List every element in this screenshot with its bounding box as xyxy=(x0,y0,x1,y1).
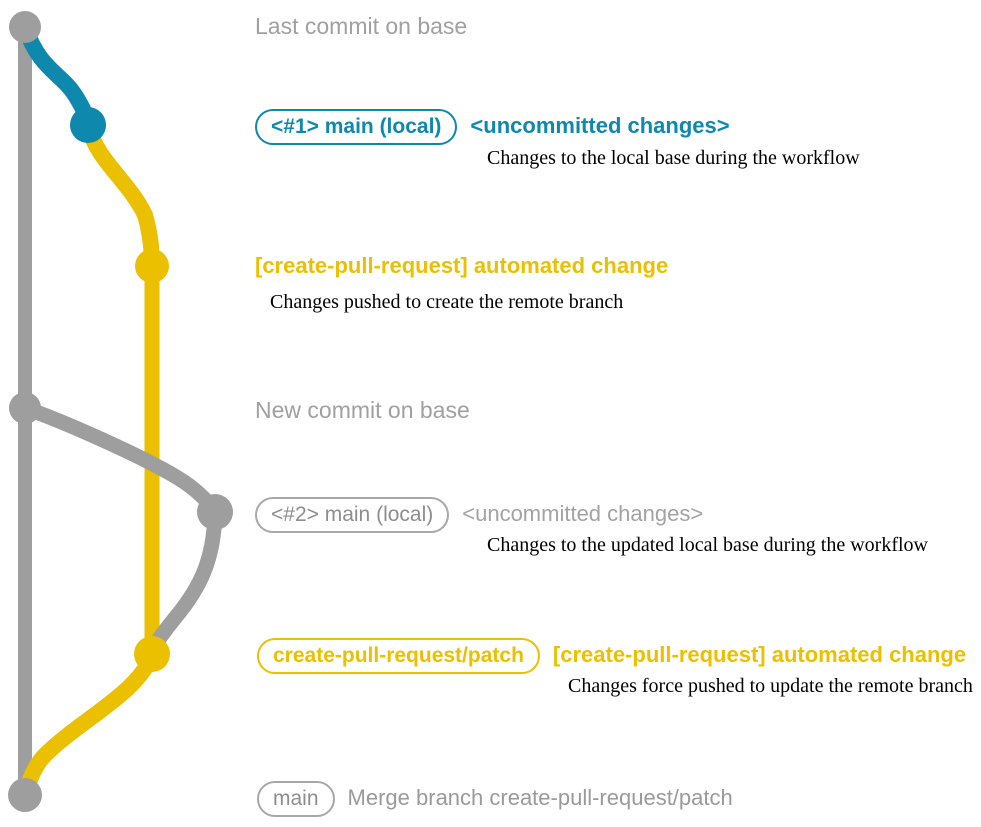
heading-new-commit-on-base: New commit on base xyxy=(255,397,470,423)
row-local-commit-1: <#1> main (local) <uncommitted changes> xyxy=(255,109,730,145)
edge-remote-2-to-merge xyxy=(17,646,160,803)
commit-subject-merge: Merge branch create-pull-request/patch xyxy=(347,785,733,810)
node-base-top[interactable] xyxy=(9,11,41,43)
commit-subject-local-1: <uncommitted changes> xyxy=(470,113,730,138)
commit-note-remote-1: Changes pushed to create the remote bran… xyxy=(270,291,624,313)
node-remote-commit-1[interactable] xyxy=(135,249,169,283)
commit-subject-remote-2: [create-pull-request] automated change xyxy=(552,642,967,667)
node-merge-commit[interactable] xyxy=(8,778,42,812)
commit-subject-local-2: <uncommitted changes> xyxy=(462,501,704,526)
node-base-new[interactable] xyxy=(9,392,41,424)
ref-badge-create-pull-request-patch[interactable]: create-pull-request/patch xyxy=(257,638,540,674)
edge-base-new-to-local-2 xyxy=(17,400,223,520)
commit-note-local-1: Changes to the local base during the wor… xyxy=(487,147,860,169)
row-remote-commit-2: create-pull-request/patch [create-pull-r… xyxy=(257,638,966,674)
row-merge-commit: main Merge branch create-pull-request/pa… xyxy=(257,781,733,817)
edge-local-2-to-remote-2 xyxy=(144,504,223,662)
ref-badge-main[interactable]: main xyxy=(257,781,335,817)
edge-local-1-to-remote-1 xyxy=(80,117,160,274)
commit-note-local-2: Changes to the updated local base during… xyxy=(487,534,928,556)
commit-subject-remote-1: [create-pull-request] automated change xyxy=(255,253,669,278)
heading-last-commit-on-base: Last commit on base xyxy=(255,13,468,39)
node-remote-commit-2[interactable] xyxy=(134,636,170,672)
ref-badge-local-main-2[interactable]: <#2> main (local) xyxy=(255,497,450,533)
ref-badge-local-main-1[interactable]: <#1> main (local) xyxy=(255,109,458,145)
row-local-commit-2: <#2> main (local) <uncommitted changes> xyxy=(255,497,703,533)
node-local-commit-2[interactable] xyxy=(197,494,233,530)
node-local-commit-1[interactable] xyxy=(70,107,106,143)
row-remote-commit-1: [create-pull-request] automated change xyxy=(255,255,668,277)
commit-note-remote-2: Changes force pushed to update the remot… xyxy=(568,675,973,697)
